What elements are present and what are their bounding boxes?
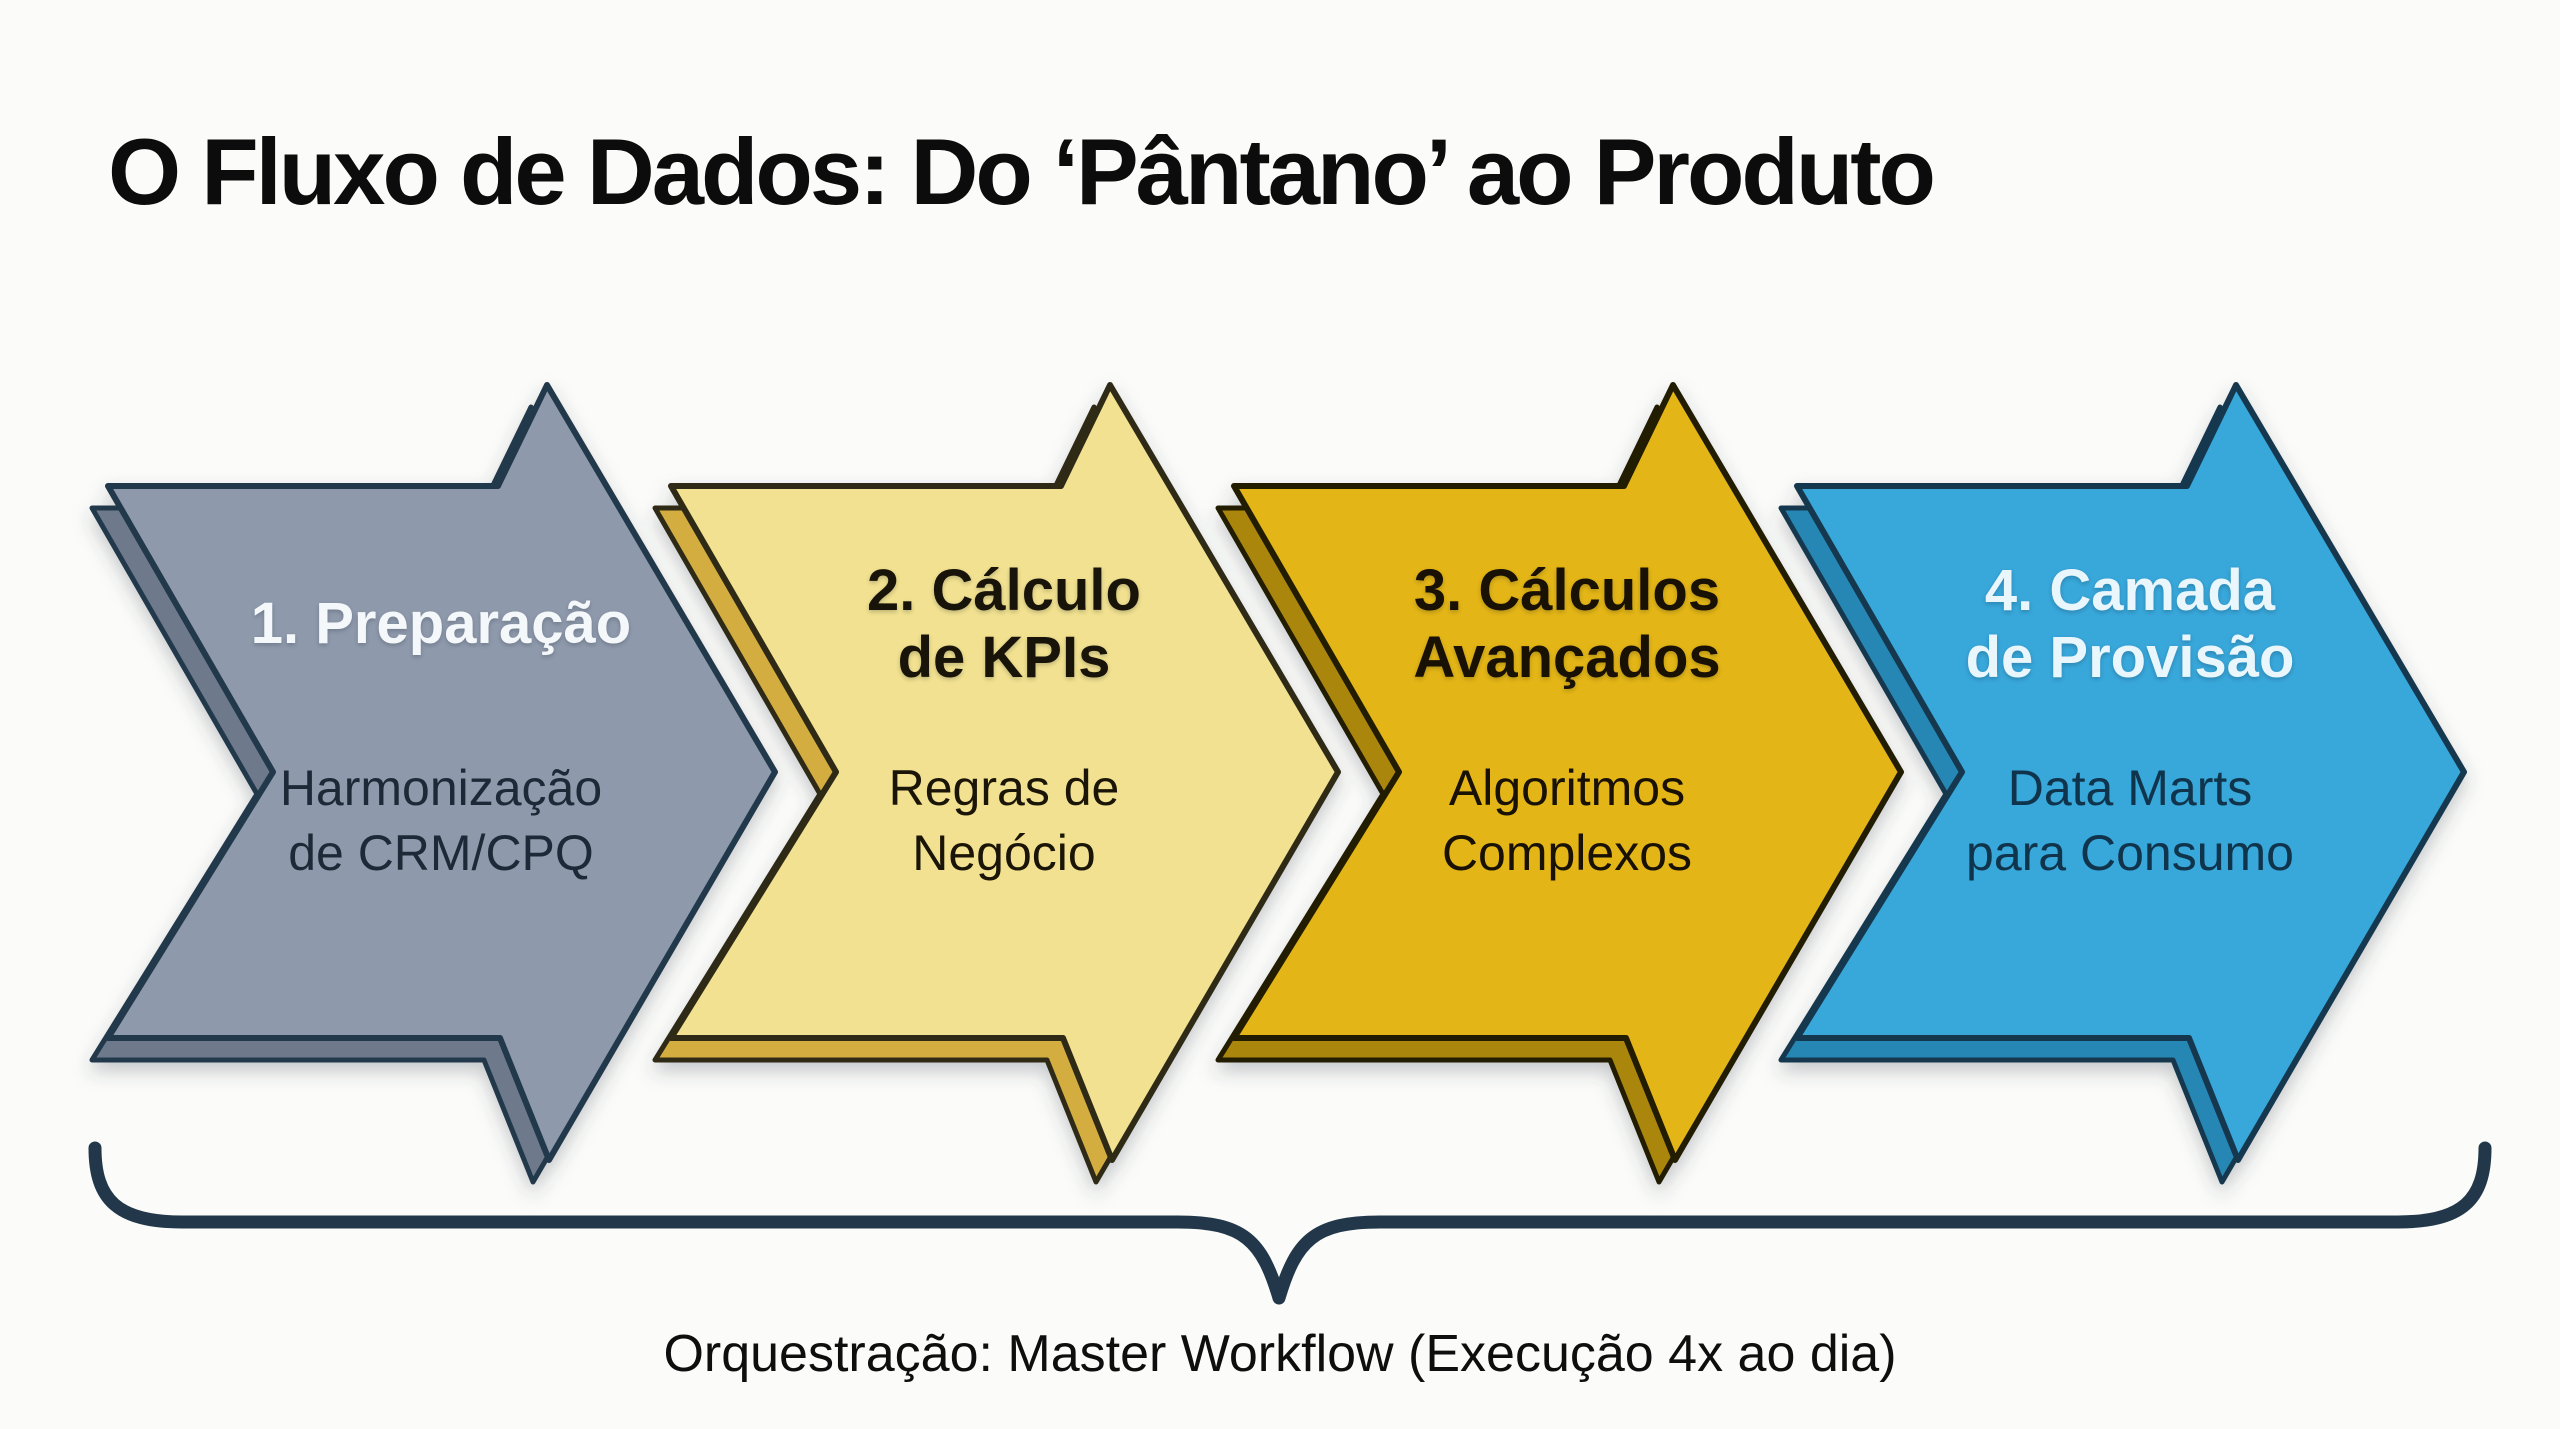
flow-step-1-subtitle: Harmonização de CRM/CPQ bbox=[279, 760, 603, 881]
flow-arrow-3-face bbox=[1231, 382, 1904, 1163]
flow-arrow-1-face bbox=[105, 382, 778, 1163]
flow-arrow-3 bbox=[1215, 382, 1904, 1185]
flow-arrow-2 bbox=[652, 382, 1341, 1185]
flow-arrow-1 bbox=[89, 382, 778, 1185]
flow-arrows-group bbox=[89, 382, 2467, 1185]
orchestration-brace bbox=[88, 1141, 2492, 1305]
flow-step-4-title: 4. Camada de Provisão bbox=[1965, 557, 2295, 690]
flow-step-3-title: 3. Cálculos Avançados bbox=[1413, 557, 1721, 690]
orchestration-label: Orquestração: Master Workflow (Execução … bbox=[663, 1325, 1897, 1383]
flow-step-4-subtitle: Data Marts para Consumo bbox=[1966, 760, 2294, 881]
flow-step-2-subtitle: Regras de Negócio bbox=[888, 760, 1120, 881]
flow-step-2-text: 2. Cálculo de KPIs Regras de Negócio bbox=[754, 548, 1254, 886]
flow-step-4-text: 4. Camada de Provisão Data Marts para Co… bbox=[1880, 548, 2380, 886]
flow-step-1-title: 1. Preparação bbox=[250, 591, 632, 657]
flow-step-3-subtitle: Algoritmos Complexos bbox=[1441, 760, 1693, 881]
flow-step-2-title: 2. Cálculo de KPIs bbox=[867, 557, 1141, 690]
flow-arrow-2-face bbox=[668, 382, 1341, 1163]
flow-step-1-text: 1. Preparação Harmonização de CRM/CPQ bbox=[191, 548, 691, 886]
page-title: O Fluxo de Dados: Do ‘Pântano’ ao Produt… bbox=[108, 119, 1936, 224]
flow-step-3-text: 3. Cálculos Avançados Algoritmos Complex… bbox=[1317, 548, 1817, 886]
flow-arrow-4 bbox=[1778, 382, 2467, 1185]
flow-arrow-4-face bbox=[1794, 382, 2467, 1163]
